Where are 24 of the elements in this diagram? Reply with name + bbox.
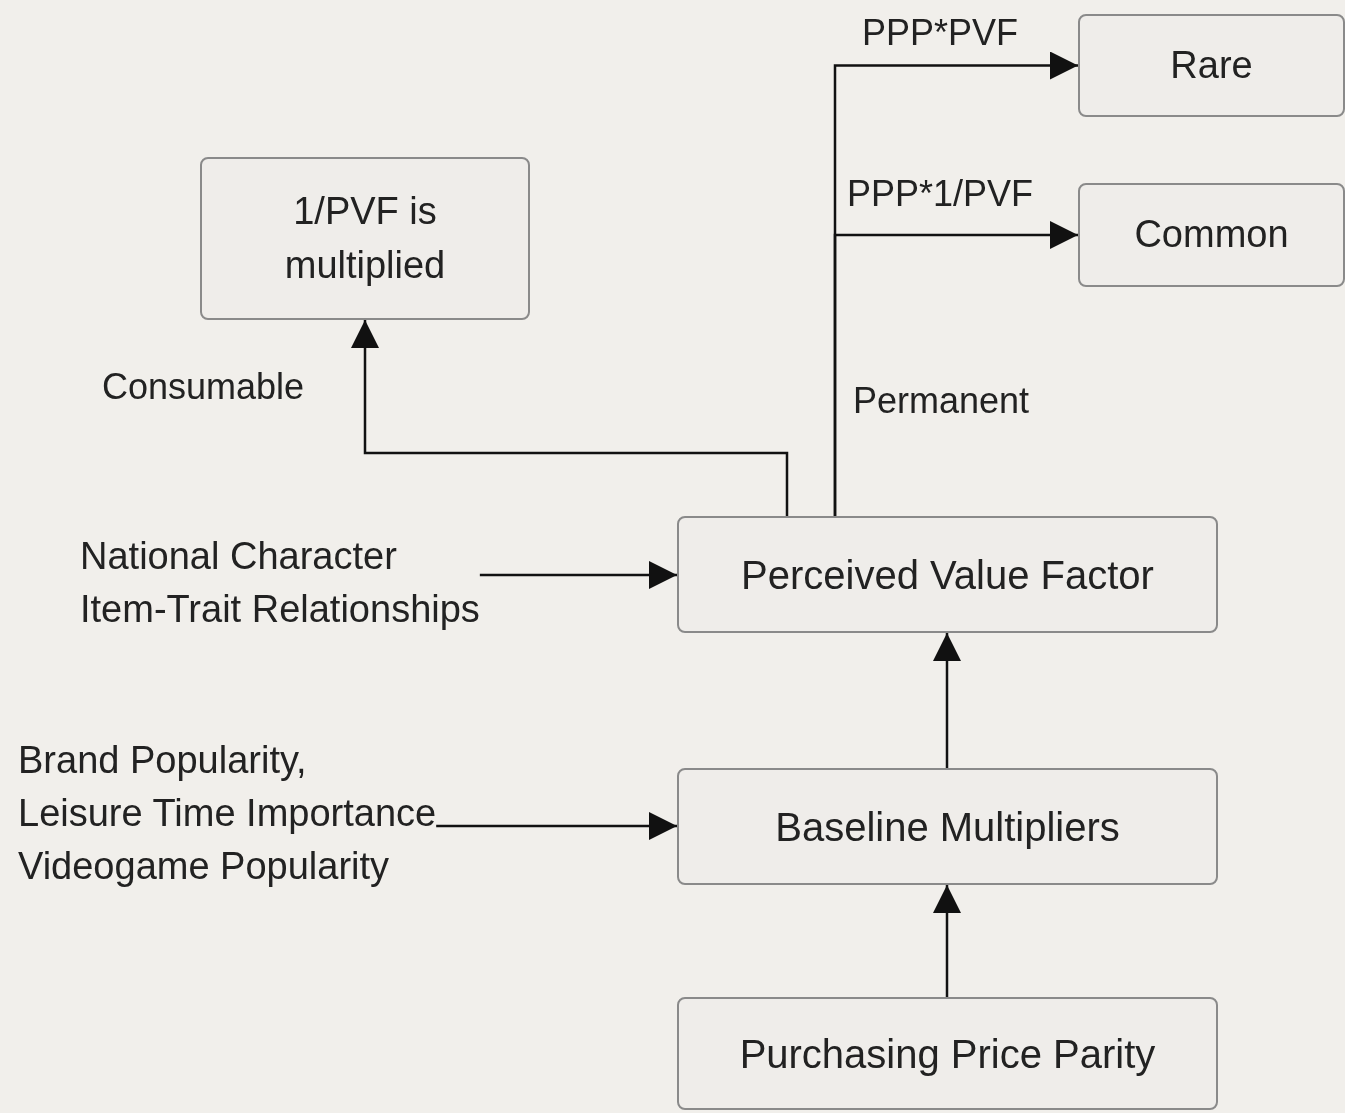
box-label: Common — [1134, 212, 1289, 258]
arrow — [833, 221, 1078, 516]
process-box — [1078, 183, 1345, 287]
input-text: Brand Popularity, — [18, 738, 307, 783]
input-text: National Character — [80, 534, 397, 579]
process-box — [200, 157, 530, 320]
box-label: 1/PVF is multiplied — [283, 189, 447, 288]
process-box — [677, 997, 1218, 1110]
arrow — [351, 320, 789, 516]
input-text: Videogame Popularity — [18, 844, 390, 890]
process-box — [677, 516, 1218, 633]
input-text: Item-Trait Relationships — [80, 587, 480, 633]
arrow — [479, 561, 677, 589]
arrow — [933, 885, 961, 997]
arrow — [436, 812, 677, 840]
process-box — [1078, 14, 1345, 117]
branch-label: Permanent — [853, 380, 1030, 422]
box-label: Baseline Multipliers — [775, 803, 1120, 851]
process-box — [677, 768, 1218, 885]
input-text: Leisure Time Importance — [18, 791, 437, 837]
arrow — [933, 633, 961, 768]
box-label: Rare — [1170, 42, 1253, 88]
box-label: Purchasing Price Parity — [739, 1030, 1156, 1078]
box-label: Perceived Value Factor — [741, 551, 1154, 599]
